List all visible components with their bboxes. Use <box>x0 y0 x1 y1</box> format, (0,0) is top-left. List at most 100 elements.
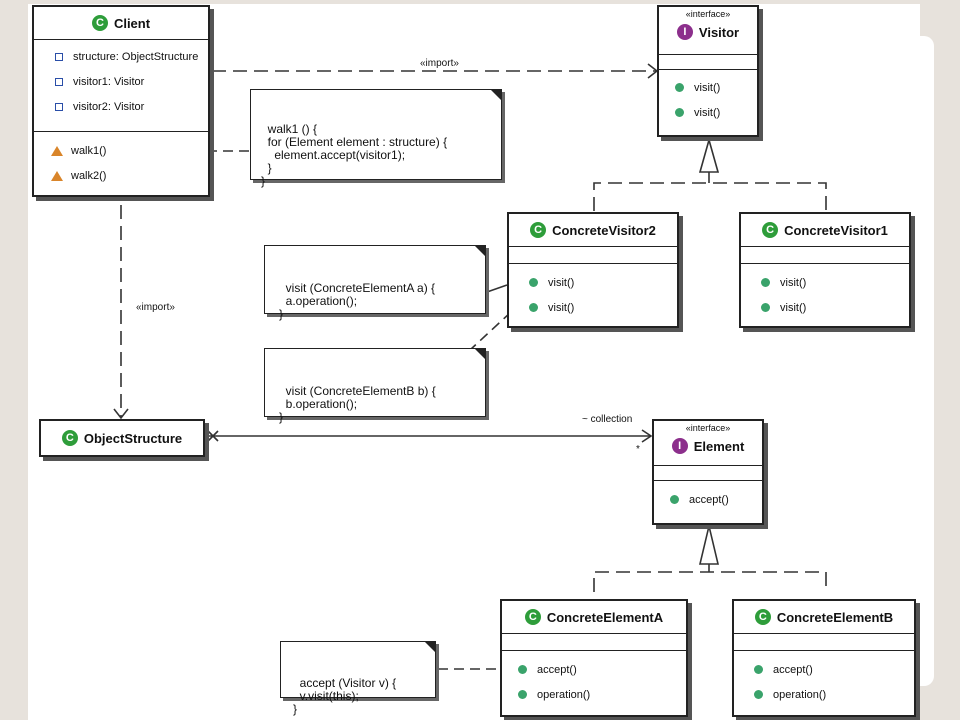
public-operation-icon <box>761 303 770 312</box>
operation-label: visit() <box>694 106 721 119</box>
protected-triangle-icon <box>50 170 63 181</box>
import-label-left: «import» <box>136 302 175 313</box>
attribute-square-icon <box>54 102 63 111</box>
class-icon: C <box>91 15 108 31</box>
interface-icon: I <box>671 438 688 454</box>
public-operation-icon <box>754 665 763 674</box>
interface-element[interactable]: «interface» I Element accept() <box>652 419 764 525</box>
class-name: ConcreteElementB <box>776 609 894 625</box>
note-text: visit (ConcreteElementB b) { b.operation… <box>279 384 436 424</box>
operation-label: visit() <box>548 276 575 289</box>
interface-icon: I <box>676 24 693 40</box>
operations-section: visit() visit() <box>741 263 909 320</box>
operations-section: walk1() walk2() <box>34 131 208 188</box>
public-operation-icon <box>518 690 527 699</box>
public-operation-icon <box>518 665 527 674</box>
operation-label: accept() <box>773 663 813 676</box>
attribute-square-icon <box>54 52 63 61</box>
note-fold-icon <box>424 641 436 653</box>
realization-head-visitor <box>698 137 720 173</box>
class-name: ConcreteElementA <box>546 609 664 625</box>
operation-label: operation() <box>773 688 827 701</box>
note-text: walk1 () { for (Element element : struct… <box>261 122 448 188</box>
realization-element <box>593 564 827 592</box>
attribute-label: structure: ObjectStructure <box>73 50 199 63</box>
attributes-section: structure: ObjectStructure visitor1: Vis… <box>34 39 208 131</box>
public-operation-icon <box>675 83 684 92</box>
stereotype-label: «interface» <box>685 423 731 433</box>
class-name: Client <box>113 15 151 31</box>
class-header: C ConcreteElementB <box>734 601 914 633</box>
public-operation-icon <box>754 690 763 699</box>
class-icon: C <box>762 222 779 238</box>
class-header: C Client <box>34 7 208 39</box>
class-header: C ObjectStructure <box>41 421 203 455</box>
public-operation-icon <box>675 108 684 117</box>
note-text: accept (Visitor v) { v.visit(this); } <box>293 676 397 716</box>
operations-section: accept() <box>654 480 762 512</box>
class-header: C ConcreteElementA <box>502 601 686 633</box>
protected-triangle-icon <box>50 145 63 156</box>
operation-label: visit() <box>694 81 721 94</box>
note-visit-b[interactable]: visit (ConcreteElementB b) { b.operation… <box>264 348 486 424</box>
class-object-structure[interactable]: C ObjectStructure <box>39 419 205 457</box>
class-icon: C <box>61 430 78 446</box>
class-name: Element <box>693 438 745 454</box>
note-fold-icon <box>474 348 486 360</box>
import-label-top: «import» <box>420 58 459 69</box>
operation-label: visit() <box>780 276 807 289</box>
operation-label: visit() <box>780 301 807 314</box>
operations-section: accept() operation() <box>502 650 686 707</box>
class-concrete-element-a[interactable]: C ConcreteElementA accept() operation() <box>500 599 688 717</box>
note-accept[interactable]: accept (Visitor v) { v.visit(this); } <box>280 641 436 716</box>
interface-visitor[interactable]: «interface» I Visitor visit() visit() <box>657 5 759 137</box>
public-operation-icon <box>529 303 538 312</box>
note-walk1[interactable]: walk1 () { for (Element element : struct… <box>250 89 502 188</box>
operation-label: operation() <box>537 688 591 701</box>
realization-head-element <box>698 525 720 565</box>
class-name: Visitor <box>698 24 740 40</box>
class-concrete-visitor2[interactable]: C ConcreteVisitor2 visit() visit() <box>507 212 679 328</box>
note-fold-icon <box>474 245 486 257</box>
attribute-label: visitor1: Visitor <box>73 75 145 88</box>
page-edge <box>920 36 934 686</box>
class-icon: C <box>524 609 541 625</box>
operations-section: visit() visit() <box>509 263 677 320</box>
operation-label: walk1() <box>71 144 107 157</box>
class-header: C ConcreteVisitor2 <box>509 214 677 246</box>
note-visit-a[interactable]: visit (ConcreteElementA a) { a.operation… <box>264 245 486 321</box>
public-operation-icon <box>670 495 679 504</box>
realization-visitor <box>593 172 827 211</box>
class-client[interactable]: C Client structure: ObjectStructure visi… <box>32 5 210 197</box>
note-link-visit-b <box>469 311 512 351</box>
class-header: C ConcreteVisitor1 <box>741 214 909 246</box>
operation-label: accept() <box>537 663 577 676</box>
note-fold-icon <box>490 89 502 101</box>
class-header: I Element <box>654 434 762 458</box>
operation-label: accept() <box>689 493 729 506</box>
multiplicity-label: * <box>636 444 640 455</box>
class-name: ConcreteVisitor1 <box>784 222 888 238</box>
attributes-section <box>659 54 757 69</box>
class-concrete-element-b[interactable]: C ConcreteElementB accept() operation() <box>732 599 916 717</box>
attributes-section <box>741 246 909 263</box>
attributes-section <box>502 633 686 650</box>
collection-arrowhead <box>641 429 653 443</box>
operation-label: visit() <box>548 301 575 314</box>
operations-section: accept() operation() <box>734 650 914 707</box>
note-link-visit-a <box>486 284 508 293</box>
class-name: ConcreteVisitor2 <box>552 222 656 238</box>
operations-section: visit() visit() <box>659 69 757 125</box>
class-icon: C <box>754 609 771 625</box>
import-arrowhead-objectstructure <box>113 408 129 420</box>
attributes-section <box>734 633 914 650</box>
class-icon: C <box>530 222 547 238</box>
class-concrete-visitor1[interactable]: C ConcreteVisitor1 visit() visit() <box>739 212 911 328</box>
class-header: I Visitor <box>659 20 757 44</box>
attributes-section <box>509 246 677 263</box>
operation-label: walk2() <box>71 169 107 182</box>
class-name: ObjectStructure <box>83 430 183 446</box>
collection-label: ~ collection <box>582 414 633 425</box>
stereotype-label: «interface» <box>685 9 731 19</box>
public-operation-icon <box>761 278 770 287</box>
